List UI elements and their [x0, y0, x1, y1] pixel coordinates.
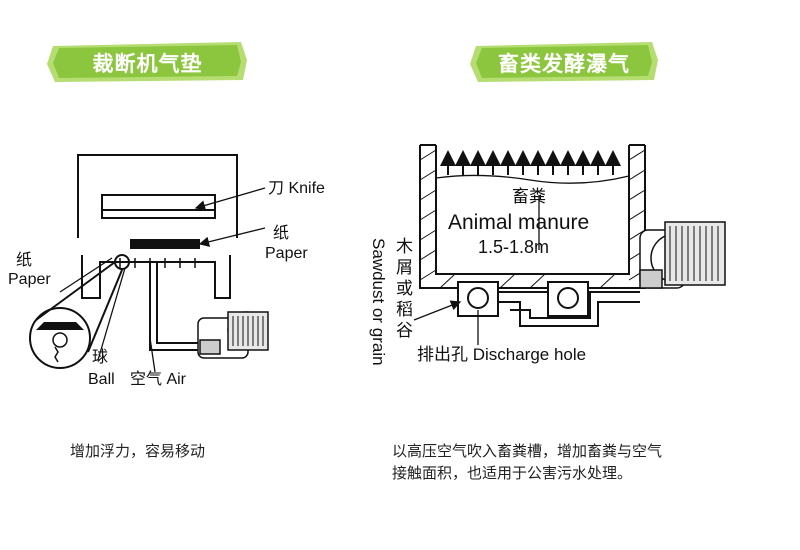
paper-top-en: Paper [265, 245, 308, 262]
air-label: 空气 Air [130, 370, 187, 388]
blower-left [197, 311, 269, 359]
left-panel-title: 裁断机气垫 [92, 52, 203, 76]
sawdust-char-2: 屑 [396, 258, 413, 278]
knife-label: 刀 Knife [268, 180, 325, 197]
paper-sheet [130, 239, 200, 249]
sawdust-char-3: 或 [396, 279, 413, 299]
sawdust-char-5: 谷 [396, 321, 413, 341]
ball-en: Ball [88, 371, 115, 388]
brush-stroke-background [470, 42, 658, 82]
right-panel-title: 畜类发酵瀑气 [498, 52, 630, 76]
brush-stroke-background [47, 42, 247, 82]
magnifier-circle [29, 307, 91, 369]
sawdust-cn-vertical: 木 屑 或 稻 谷 [396, 237, 413, 341]
right-caption-line2: 接触面积，也适用于公害污水处理。 [392, 464, 633, 482]
air-pipe [149, 262, 200, 351]
rising-air-arrows [440, 150, 621, 175]
sawdust-en: Sawdust or grain [369, 238, 388, 366]
depth-label: 1.5-1.8m [478, 237, 549, 257]
knife-block [101, 194, 216, 219]
paper-left-en: Paper [8, 271, 51, 288]
ball-cn: 球 [92, 348, 108, 366]
right-title-banner: 畜类发酵瀑气 [468, 38, 660, 84]
air-duct [498, 291, 640, 327]
left-caption: 增加浮力，容易移动 [70, 442, 206, 460]
manure-tank [419, 144, 646, 289]
paper-top-cn: 纸 [273, 224, 289, 242]
left-title-banner: 裁断机气垫 [45, 38, 250, 84]
blower-right [639, 221, 726, 289]
discharge-label: 排出孔 Discharge hole [417, 345, 586, 364]
sawdust-char-1: 木 [396, 237, 413, 257]
manure-en: Animal manure [448, 211, 589, 234]
manure-cn: 畜粪 [512, 187, 546, 206]
paper-left-cn: 纸 [16, 251, 32, 269]
right-caption: 以高压空气吹入畜粪槽，增加畜粪与空气 接触面积，也适用于公害污水处理。 [392, 440, 772, 484]
sawdust-char-4: 稻 [396, 300, 413, 320]
right-caption-line1: 以高压空气吹入畜粪槽，增加畜粪与空气 [392, 442, 663, 460]
